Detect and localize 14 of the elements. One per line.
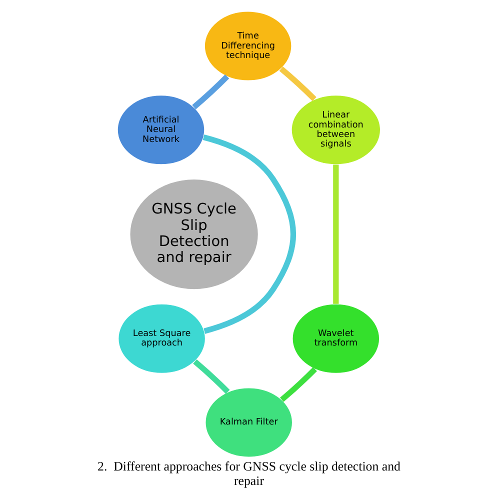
node-ellipse: Linear combination between signals: [290, 94, 380, 165]
node-ellipse: Artificial Neural Network: [116, 94, 204, 165]
connector: [192, 359, 230, 394]
node-ellipse: GNSS Cycle Slip Detection and repair: [128, 178, 258, 290]
node-ellipse: Time Differencing technique: [204, 11, 292, 82]
connector: [278, 66, 316, 102]
connector: [202, 134, 296, 334]
node-ellipse: Least Square approach: [117, 304, 206, 374]
node-ellipse: Wavelet transform: [291, 304, 380, 374]
connector: [279, 367, 316, 402]
connector: [192, 74, 229, 110]
caption: 2. Different approaches for GNSS cycle slip detection and repair: [97, 460, 400, 488]
node-ellipse: Kalman Filter: [204, 387, 292, 458]
connector: [332, 164, 338, 304]
